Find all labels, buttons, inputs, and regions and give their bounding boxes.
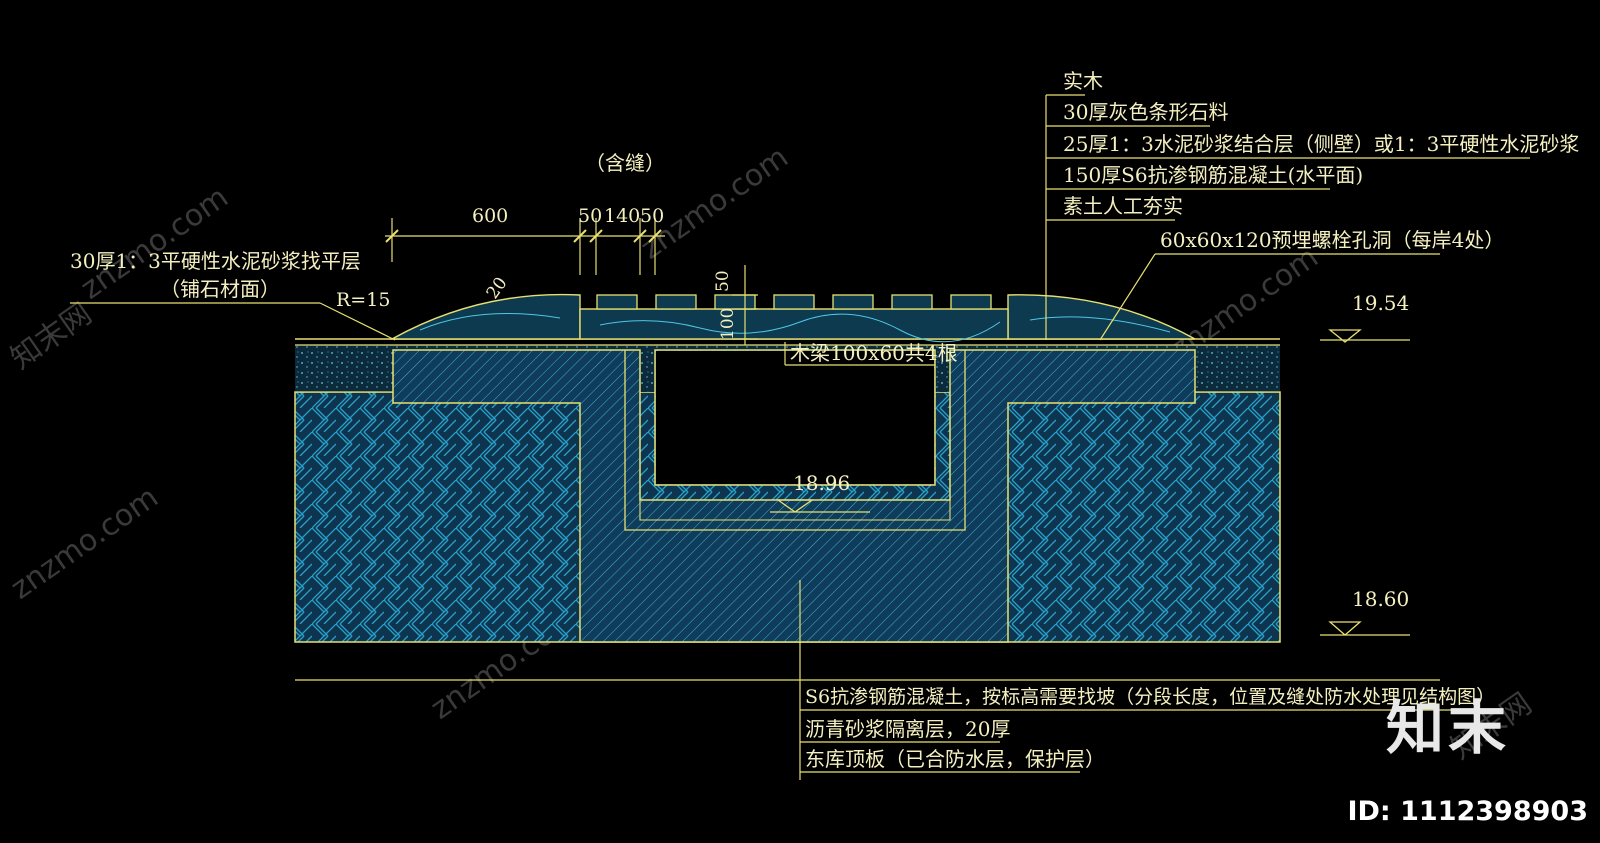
- label-top-3: 150厚S6抗渗钢筋混凝土(水平面): [1063, 163, 1363, 187]
- label-bottom-1: 沥青砂浆隔离层，20厚: [805, 717, 1010, 741]
- dim-600: 600: [472, 205, 508, 227]
- stone-edge-left: [389, 293, 581, 340]
- asset-id: ID: 1112398903: [1347, 796, 1588, 827]
- label-bottom-0: S6抗渗钢筋混凝土，按标高需要找坡（分段长度，位置及缝处防水处理见结构图）: [805, 686, 1495, 708]
- dim-v-100: 100: [718, 308, 738, 340]
- label-bottom-2: 东库顶板（已合防水层，保护层）: [805, 747, 1105, 771]
- stone-edge-right: [1007, 294, 1196, 340]
- dim-140: 140: [604, 205, 640, 227]
- dim-v-50: 50: [713, 270, 733, 292]
- elevation-1954: 19.54: [1352, 291, 1409, 315]
- label-bolt-hole: 60x60x120预埋螺栓孔洞（每岸4处）: [1160, 228, 1504, 252]
- label-top-0: 实木: [1063, 69, 1103, 93]
- channel-void: [656, 351, 934, 484]
- label-beam: 木梁100x60共4根: [790, 341, 958, 365]
- elevation-markers: [770, 329, 1410, 636]
- watermark-site-3: znzmo.com: [5, 480, 165, 607]
- elevation-1896: 18.96: [793, 471, 850, 495]
- leader-lines: [70, 94, 1530, 780]
- elevation-1860: 18.60: [1352, 587, 1409, 611]
- watermark-cn-1: 知末网: [5, 296, 99, 376]
- label-left-1: （铺石材面）: [160, 277, 280, 301]
- label-top-2: 25厚1：3水泥砂浆结合层（侧壁）或1：3平硬性水泥砂浆: [1063, 132, 1579, 156]
- section-structure: [294, 293, 1440, 681]
- label-seam: （含缝）: [585, 151, 665, 175]
- dim-50-b: 50: [640, 205, 664, 227]
- brand-logo: 知末: [1385, 694, 1510, 762]
- label-radius: R=15: [336, 289, 390, 311]
- dimension-lines: [385, 218, 758, 345]
- dim-50-a: 50: [578, 205, 602, 227]
- labels: 实木 30厚灰色条形石料 25厚1：3水泥砂浆结合层（侧壁）或1：3平硬性水泥砂…: [70, 69, 1579, 771]
- wood-slats: [596, 294, 992, 310]
- label-top-1: 30厚灰色条形石料: [1063, 100, 1228, 124]
- label-top-4: 素土人工夯实: [1063, 194, 1183, 218]
- label-left-0: 30厚1：3平硬性水泥砂浆找平层: [70, 249, 361, 273]
